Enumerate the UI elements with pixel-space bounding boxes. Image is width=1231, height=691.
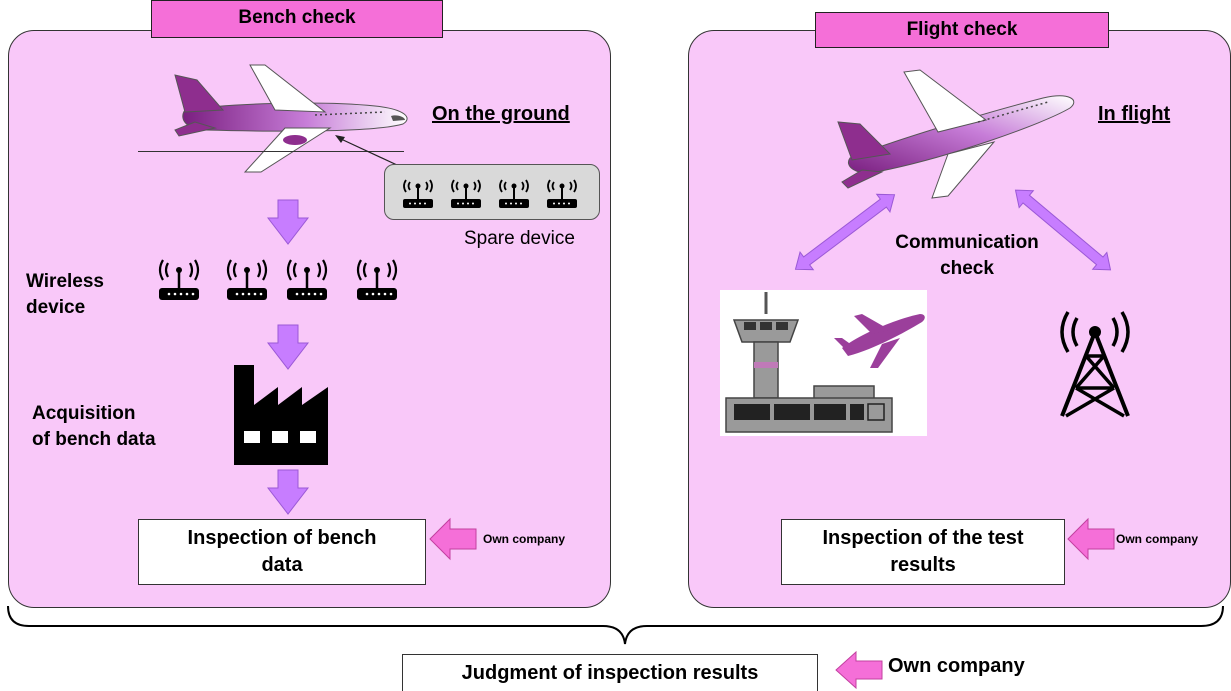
own-company-label-right: Own company	[1116, 532, 1199, 546]
flight-check-tab: Flight check	[815, 12, 1109, 48]
inspection-bench-line1: Inspection of bench	[187, 527, 377, 549]
inspection-test-results-box: Inspection of the test results	[781, 519, 1065, 585]
wireless-label-line2: device	[26, 297, 86, 318]
pink-left-arrow-3	[835, 650, 883, 690]
down-arrow-3	[266, 469, 310, 515]
communication-label-line2: check	[940, 258, 994, 279]
in-flight-label: In flight	[1098, 103, 1171, 125]
on-the-ground-label: On the ground	[432, 103, 570, 125]
bench-check-tab: Bench check	[151, 0, 443, 38]
wireless-label-line1: Wireless	[26, 271, 104, 292]
pointer-arrow	[335, 135, 398, 166]
ground-line	[138, 151, 404, 152]
double-arrow-left	[794, 193, 896, 271]
own-company-label-left: Own company	[483, 532, 566, 546]
own-company-label-bottom: Own company	[888, 655, 1025, 677]
spare-device-label: Spare device	[464, 228, 575, 249]
judgment-box: Judgment of inspection results	[402, 654, 818, 691]
inspection-bench-line2: data	[261, 554, 303, 576]
inspection-test-line1: Inspection of the test	[822, 527, 1024, 549]
spare-router-icons	[403, 179, 578, 209]
pink-left-arrow-1	[429, 517, 477, 561]
double-arrow-right	[1014, 189, 1112, 271]
acquisition-label-line2: of bench data	[32, 429, 156, 450]
judgment-text: Judgment of inspection results	[461, 661, 759, 684]
airplane-flight-icon	[837, 69, 1075, 199]
communication-label-line1: Communication	[895, 232, 1039, 253]
down-arrow-2	[266, 324, 310, 370]
pink-left-arrow-2	[1067, 517, 1115, 561]
down-arrow-1	[266, 199, 310, 245]
acquisition-label-line1: Acquisition	[32, 403, 136, 424]
inspection-bench-data-box: Inspection of bench data	[138, 519, 426, 585]
curly-brace	[7, 605, 1224, 645]
antenna-tower-icon	[1060, 311, 1130, 418]
inspection-test-line2: results	[890, 554, 956, 576]
airplane-ground-icon	[174, 64, 408, 173]
factory-icon	[234, 365, 328, 465]
spare-device-box	[384, 164, 600, 220]
wireless-router-icons	[158, 258, 399, 302]
control-tower-icon	[725, 292, 925, 433]
